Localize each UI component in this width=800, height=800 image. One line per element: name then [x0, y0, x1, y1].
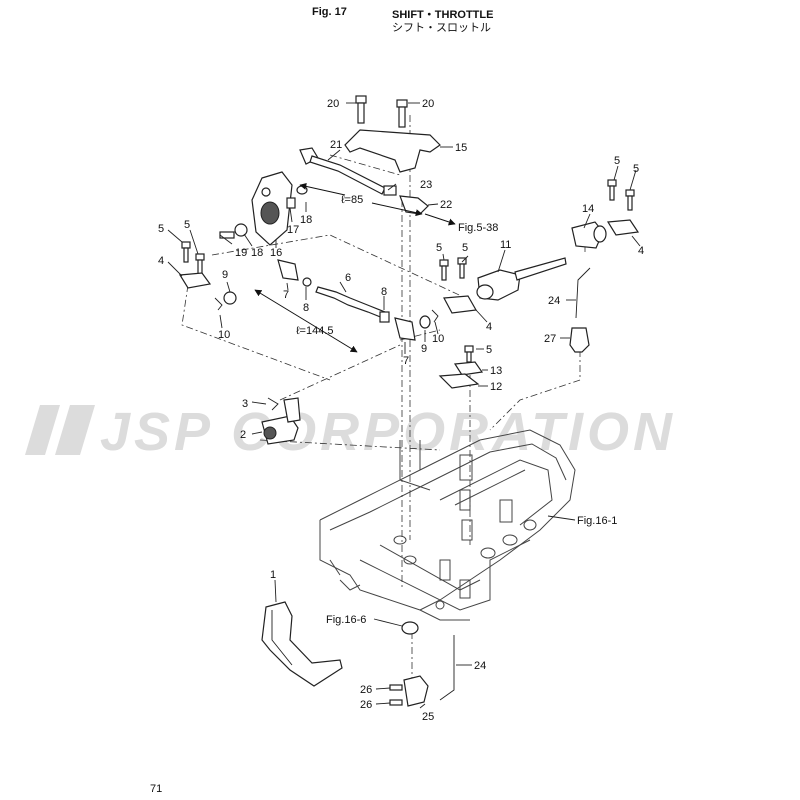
leader-lines: [167, 102, 641, 709]
label-22: 22: [440, 199, 452, 211]
label-19: 19: [235, 247, 247, 259]
watermark-logo: JSP CORPORATION: [25, 402, 676, 462]
nut-8: [379, 311, 390, 323]
label-7: 7: [283, 289, 289, 301]
link-7-right: [394, 317, 416, 341]
label-fig-16-6: Fig.16-6: [326, 614, 366, 626]
lever-14: [571, 221, 607, 249]
label-17: 17: [287, 224, 299, 236]
bolts-5-right: [607, 179, 635, 211]
label-25: 25: [422, 711, 434, 723]
label-5: 5: [614, 155, 620, 167]
rod-21: [299, 147, 386, 195]
bottom-cowling-drawing: [319, 429, 576, 621]
label-9: 9: [421, 343, 427, 355]
clip-3: [267, 397, 279, 411]
label-fig-16-1: Fig.16-1: [577, 515, 617, 527]
label-18: 18: [300, 214, 312, 226]
bracket-15: [344, 129, 441, 173]
link-7-left: [277, 259, 312, 287]
shift-lever-11: [476, 257, 567, 301]
joint-25: [403, 675, 429, 707]
label-4: 4: [486, 321, 492, 333]
label-5: 5: [486, 344, 492, 356]
label-3: 3: [242, 398, 248, 410]
plate-12: [438, 373, 480, 389]
label-27: 27: [544, 333, 556, 345]
washer-fig166: [401, 621, 419, 635]
cable-24-upper: [575, 267, 591, 319]
label-length-85: ℓ=85: [341, 194, 363, 206]
label-4: 4: [638, 245, 644, 257]
label-8: 8: [381, 286, 387, 298]
label-length-144-5: ℓ=144.5: [296, 325, 334, 337]
label-14: 14: [582, 203, 594, 215]
plate-4-left: [178, 272, 212, 289]
label-5: 5: [633, 163, 639, 175]
label-12: 12: [490, 381, 502, 393]
pins-26: [389, 684, 403, 706]
label-5: 5: [184, 219, 190, 231]
ball-joint-22: [399, 195, 429, 215]
label-10: 10: [218, 329, 230, 341]
grommet-27: [569, 327, 590, 353]
label-24: 24: [474, 660, 486, 672]
bolt-5-plate: [464, 345, 474, 363]
rod-6: [315, 286, 386, 319]
label-5: 5: [462, 242, 468, 254]
label-2: 2: [240, 429, 246, 441]
part-labels: 20 20 21 15 23 22 Fig.5-38 ℓ=85 18 17 16…: [158, 98, 644, 723]
throttle-cam-16: [251, 171, 293, 246]
label-21: 21: [330, 139, 342, 151]
bolt-20-left: [355, 95, 367, 124]
label-13: 13: [490, 365, 502, 377]
label-10: 10: [432, 333, 444, 345]
label-20: 20: [327, 98, 339, 110]
figure-number: Fig. 17: [312, 6, 347, 18]
label-26: 26: [360, 699, 372, 711]
label-24: 24: [548, 295, 560, 307]
page-number: 71: [150, 783, 163, 795]
label-8: 8: [303, 302, 309, 314]
bolts-5-middle: [439, 257, 467, 281]
plate-4-middle: [443, 295, 477, 314]
label-1: 1: [270, 569, 276, 581]
label-9: 9: [222, 269, 228, 281]
label-15: 15: [455, 142, 467, 154]
label-20: 20: [422, 98, 434, 110]
label-11: 11: [500, 239, 511, 251]
label-18: 18: [251, 247, 263, 259]
cable-24-lower: [439, 635, 455, 701]
label-23: 23: [420, 179, 432, 191]
lever-1: [261, 601, 343, 687]
figure-title-jp: シフト・スロットル: [392, 22, 491, 34]
clip-9-10-left: [214, 291, 237, 311]
clip-9-10-right: [419, 309, 439, 329]
bolts-5-left: [181, 241, 205, 275]
label-26: 26: [360, 684, 372, 696]
nut-23: [383, 185, 397, 196]
label-6: 6: [345, 272, 351, 284]
label-5: 5: [158, 223, 164, 235]
label-5: 5: [436, 242, 442, 254]
label-16: 16: [270, 247, 282, 259]
plate-13: [453, 361, 484, 376]
label-7: 7: [403, 355, 409, 367]
plate-4-right: [606, 219, 640, 236]
label-fig-5-38: Fig.5-38: [458, 222, 498, 234]
joint-2: [261, 397, 301, 445]
watermark-text: JSP CORPORATION: [100, 402, 676, 462]
bolt-20-right: [396, 99, 408, 128]
figure-title-en: SHIFT・THROTTLE: [392, 9, 494, 21]
label-4: 4: [158, 255, 164, 267]
